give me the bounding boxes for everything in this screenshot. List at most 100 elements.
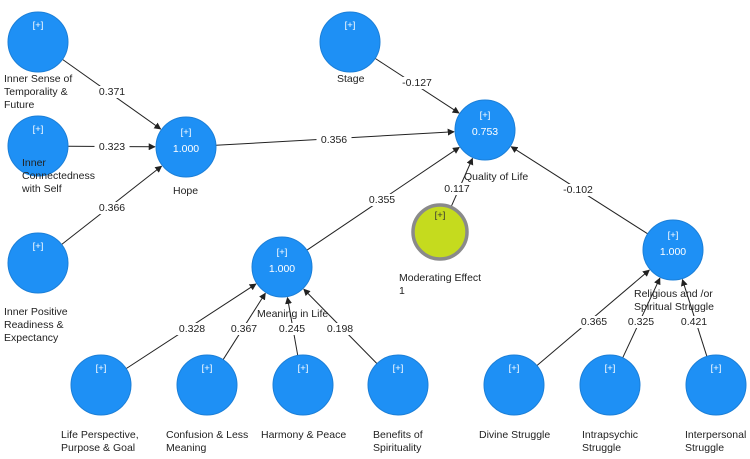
edge-hope-to-quality-of-life: 0.356 <box>215 128 455 146</box>
coefficient-background <box>94 202 130 214</box>
node-label: Meaning in Life <box>257 308 328 320</box>
latent-variable-circle[interactable] <box>367 354 429 416</box>
expand-marker[interactable]: [+] <box>435 210 446 221</box>
edge-benefits-to-meaning-in-life: 0.198 <box>303 288 378 364</box>
node-label: Inner Positive <box>4 306 68 318</box>
node-label: Religious and /or <box>634 288 713 300</box>
edge-inner-connectedness-to-hope: 0.323 <box>67 141 156 153</box>
edge-harmony-to-meaning-in-life: 0.245 <box>274 296 310 356</box>
node-label: Inner Sense of <box>4 73 72 85</box>
latent-variable-circle[interactable] <box>70 354 132 416</box>
node-label: Struggle <box>582 442 621 454</box>
expand-marker[interactable]: [+] <box>668 230 679 241</box>
expand-marker[interactable]: [+] <box>605 363 616 374</box>
expand-marker[interactable]: [+] <box>181 127 192 138</box>
node-label: with Self <box>21 183 62 195</box>
expand-marker[interactable]: [+] <box>298 363 309 374</box>
node-label: Expectancy <box>4 332 59 344</box>
expand-marker[interactable]: [+] <box>96 363 107 374</box>
latent-variable-circle[interactable] <box>685 354 747 416</box>
node-label: 1 <box>399 285 405 297</box>
latent-variable-circle[interactable] <box>176 354 238 416</box>
path-coefficient: 0.245 <box>279 323 305 335</box>
expand-marker[interactable]: [+] <box>480 110 491 121</box>
coefficient-background <box>226 323 262 335</box>
path-coefficient: -0.127 <box>402 77 432 89</box>
path-coefficient: 0.365 <box>581 316 607 328</box>
edge-life-perspective-to-meaning-in-life: 0.328 <box>125 283 257 370</box>
node-stage[interactable]: [+] Stage <box>319 11 381 85</box>
latent-variable-circle[interactable] <box>483 354 545 416</box>
node-label: Stage <box>337 73 365 85</box>
expand-marker[interactable]: [+] <box>345 20 356 31</box>
path-coefficient: 0.355 <box>369 194 395 206</box>
r-squared-value: 1.000 <box>269 263 295 275</box>
node-label: Readiness & <box>4 319 64 331</box>
r-squared-value: 1.000 <box>660 246 686 258</box>
node-label: Confusion & Less <box>166 429 248 441</box>
latent-variable-circle[interactable] <box>454 99 516 161</box>
coefficient-background <box>676 316 712 328</box>
path-coefficient: 0.117 <box>444 183 470 195</box>
latent-variable-circle[interactable] <box>579 354 641 416</box>
node-life-perspective[interactable]: [+]Life Perspective,Purpose & Goal <box>61 354 139 454</box>
latent-variable-circle[interactable] <box>251 236 313 298</box>
node-label: Purpose & Goal <box>61 442 135 454</box>
edge-moderating-effect-to-quality-of-life: 0.117 <box>439 157 475 208</box>
expand-marker[interactable]: [+] <box>711 363 722 374</box>
latent-variable-circle[interactable] <box>319 11 381 73</box>
latent-variable-circle[interactable] <box>155 116 217 178</box>
node-label: Meaning <box>166 442 206 454</box>
node-label: Future <box>4 99 35 111</box>
node-harmony[interactable]: [+] Harmony & Peace <box>261 354 346 441</box>
latent-variable-circle[interactable] <box>272 354 334 416</box>
expand-marker[interactable]: [+] <box>393 363 404 374</box>
r-squared-value: 0.753 <box>472 126 498 138</box>
latent-variable-circle[interactable] <box>7 115 69 177</box>
coefficient-background <box>396 77 438 89</box>
expand-marker[interactable]: [+] <box>202 363 213 374</box>
node-label: Hope <box>173 185 198 197</box>
expand-marker[interactable]: [+] <box>509 363 520 374</box>
edge-meaning-in-life-to-quality-of-life: 0.355 <box>306 146 460 251</box>
edge-stage-to-quality-of-life: -0.127 <box>374 57 460 114</box>
edge-inner-temporality-to-hope: 0.371 <box>62 58 162 130</box>
path-coefficient: 0.366 <box>99 202 125 214</box>
path-coefficient: 0.367 <box>231 323 257 335</box>
node-label: Temporality & <box>4 86 68 98</box>
path-coefficient: 0.325 <box>628 316 654 328</box>
expand-marker[interactable]: [+] <box>33 20 44 31</box>
coefficient-background <box>557 184 599 196</box>
expand-marker[interactable]: [+] <box>33 124 44 135</box>
expand-marker[interactable]: [+] <box>33 241 44 252</box>
node-label: Moderating Effect <box>399 272 481 284</box>
node-divine-struggle[interactable]: [+]Divine Struggle <box>479 354 550 441</box>
moderator-circle[interactable] <box>411 203 469 261</box>
latent-variable-circle[interactable] <box>642 219 704 281</box>
coefficient-background <box>94 86 130 98</box>
coefficient-background <box>364 194 400 206</box>
edge-confusion-to-meaning-in-life: 0.367 <box>222 292 266 360</box>
expand-marker[interactable]: [+] <box>277 247 288 258</box>
path-coefficient: 0.328 <box>179 323 205 335</box>
node-label: Harmony & Peace <box>261 429 346 441</box>
path-coefficient: 0.323 <box>99 141 125 153</box>
latent-variable-circle[interactable] <box>7 11 69 73</box>
node-label: Connectedness <box>22 170 95 182</box>
latent-variable-circle[interactable] <box>7 232 69 294</box>
coefficient-background <box>94 141 130 153</box>
edge-religious-struggle-to-quality-of-life: -0.102 <box>510 146 648 235</box>
